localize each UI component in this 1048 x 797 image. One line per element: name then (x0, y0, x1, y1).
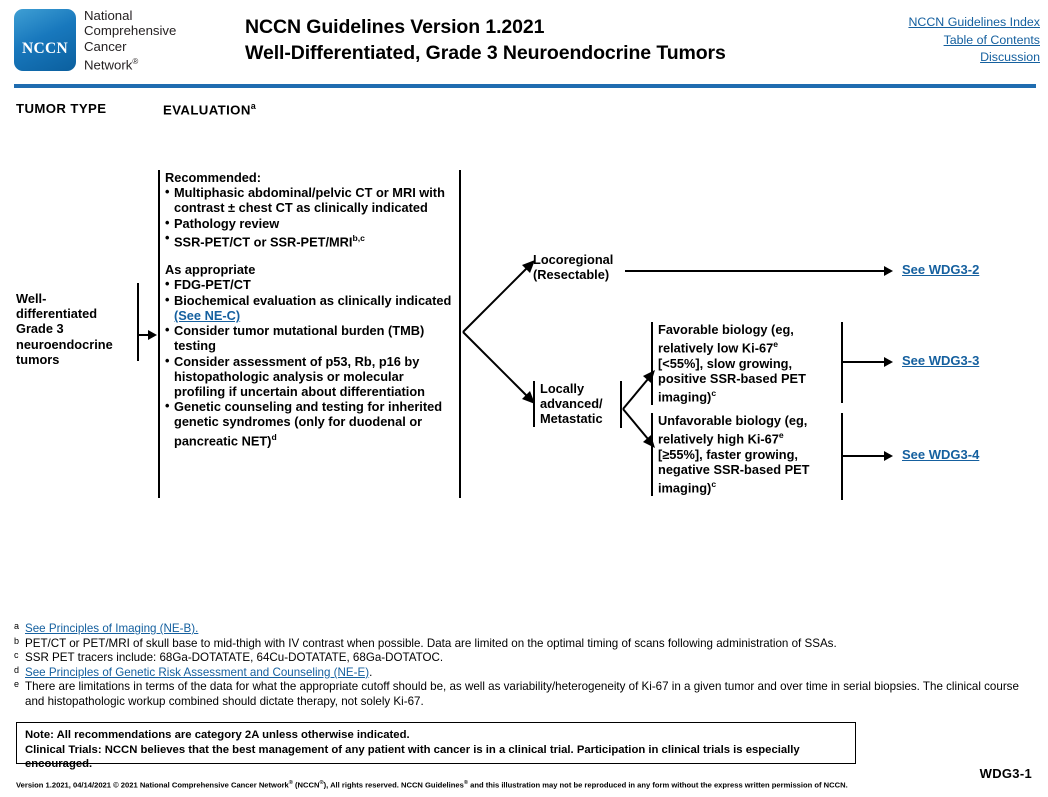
connector-line-favorable (841, 361, 887, 363)
connector-bar-evaluation-right (459, 170, 461, 498)
list-item: Consider assessment of p53, Rb, p16 by h… (165, 353, 458, 400)
list-item: Pathology review (165, 215, 458, 231)
locoregional-line-2: (Resectable) (533, 267, 610, 283)
arrowhead-favorable (884, 357, 893, 367)
list-item: Genetic counseling and testing for inher… (165, 398, 458, 448)
connector-bar-locally-advanced (620, 381, 622, 428)
favorable-line-2: relatively low Ki-67e (658, 339, 779, 356)
note-line-1: Note: All recommendations are category 2… (25, 729, 410, 741)
favorable-line-3: [<55%], slow growing, (658, 355, 793, 371)
footnote-marker: d (14, 664, 20, 675)
note-box: Note: All recommendations are category 2… (16, 722, 856, 770)
evaluation-as-appropriate-list: FDG-PET/CT Biochemical evaluation as cli… (165, 276, 458, 448)
footnote-marker: b (14, 635, 20, 646)
logo-word-line-3: Cancer (84, 38, 127, 54)
locally-advanced-line-2: advanced/ (540, 396, 603, 412)
footnote-d: d See Principles of Genetic Risk Assessme… (14, 664, 373, 679)
node-tumor-type: Well- differentiated Grade 3 neuroendocr… (16, 291, 136, 367)
unfavorable-line-5: imaging)c (658, 479, 717, 496)
header-divider (14, 84, 1036, 88)
list-item: Biochemical evaluation as clinically ind… (165, 292, 458, 323)
footnote-b: b PET/CT or PET/MRI of skull base to mid-… (14, 635, 1038, 652)
footnote-e: e There are limitations in terms of the d… (14, 679, 1038, 709)
logo-word-line-4: Network® (84, 57, 139, 73)
footnote-text: There are limitations in terms of the da… (25, 680, 1019, 708)
link-table-of-contents[interactable]: Table of Contents (943, 32, 1040, 47)
link-see-ne-c[interactable]: (See NE-C) (174, 307, 241, 323)
tumor-type-line-2: differentiated (16, 306, 98, 322)
node-locally-advanced: Locally advanced/ Metastatic (533, 381, 623, 427)
nccn-logo-wordmark: National Comprehensive Cancer Network® (84, 8, 176, 73)
unfavorable-line-3: [≥55%], faster growing, (658, 446, 798, 462)
column-header-tumor-type: TUMOR TYPE (16, 101, 107, 116)
footnote-c: c SSR PET tracers include: 68Ga-DOTATATE,… (14, 650, 1038, 666)
copyright-footer: Version 1.2021, 04/14/2021 © 2021 Nation… (16, 780, 848, 790)
locally-advanced-line-3: Metastatic (540, 411, 603, 427)
list-item: Consider tumor mutational burden (TMB) t… (165, 322, 458, 353)
arrowhead-unfavorable (884, 451, 893, 461)
unfavorable-line-1: Unfavorable biology (eg, (658, 413, 808, 428)
connector-line-unfavorable (841, 455, 887, 457)
evaluation-spacer (165, 249, 458, 262)
tumor-type-line-4: neuroendocrine (16, 336, 113, 352)
tumor-type-line-5: tumors (16, 351, 60, 367)
footnote-marker: c (14, 650, 19, 661)
footnote-marker: a (14, 621, 20, 631)
link-see-wdg3-4[interactable]: See WDG3-4 (902, 447, 980, 462)
page-header: NCCN National Comprehensive Cancer Netwo… (0, 0, 1048, 92)
node-locoregional: Locoregional (Resectable) (533, 252, 643, 282)
unfavorable-line-4: negative SSR-based PET (658, 461, 810, 477)
nccn-logo-square: NCCN (14, 9, 76, 71)
nccn-logo: NCCN (14, 9, 76, 71)
unfavorable-line-2: relatively high Ki-67e (658, 430, 784, 447)
logo-word-line-1: National (84, 8, 133, 23)
logo-word-line-2: Comprehensive (84, 23, 177, 39)
destination-wdg3-2: See WDG3-2 (902, 262, 979, 277)
connector-line-locoregional (625, 270, 887, 272)
locoregional-line-1: Locoregional (533, 252, 614, 267)
footnote-text: SSR PET tracers include: 68Ga-DOTATATE, … (25, 651, 444, 665)
list-item: Multiphasic abdominal/pelvic CT or MRI w… (165, 184, 458, 215)
tumor-type-line-3: Grade 3 (16, 321, 64, 337)
arrowhead-locoregional (884, 266, 893, 276)
locally-advanced-line-1: Locally (540, 381, 585, 396)
node-favorable-biology: Favorable biology (eg, relatively low Ki… (651, 322, 841, 405)
arrowhead-tumor-to-eval (148, 330, 157, 340)
favorable-line-1: Favorable biology (eg, (658, 322, 794, 337)
footnote-marker: e (14, 679, 20, 690)
note-line-2: Clinical Trials: NCCN believes that the … (25, 743, 800, 771)
node-unfavorable-biology: Unfavorable biology (eg, relatively high… (651, 413, 841, 496)
link-see-wdg3-2[interactable]: See WDG3-2 (902, 262, 980, 277)
favorable-line-4: positive SSR-based PET (658, 370, 806, 386)
list-item: SSR-PET/CT or SSR-PET/MRIb,c (165, 230, 458, 249)
favorable-line-5: imaging)c (658, 388, 717, 405)
link-see-wdg3-3[interactable]: See WDG3-3 (902, 353, 980, 368)
connector-line-tumor-to-eval (137, 334, 151, 336)
footnote-text: PET/CT or PET/MRI of skull base to mid-t… (25, 636, 837, 650)
evaluation-recommended-heading: Recommended: (165, 170, 261, 185)
node-evaluation: Recommended: Multiphasic abdominal/pelvi… (158, 170, 458, 498)
link-discussion[interactable]: Discussion (980, 50, 1040, 64)
link-principles-of-imaging[interactable]: See Principles of Imaging (NE-B). (25, 622, 199, 635)
connector-bar-tumor-type (137, 283, 139, 361)
evaluation-recommended-list: Multiphasic abdominal/pelvic CT or MRI w… (165, 184, 458, 249)
list-item: FDG-PET/CT (165, 276, 458, 292)
page-title-line-1: NCCN Guidelines Version 1.2021 (245, 16, 545, 38)
tumor-type-line-1: Well- (16, 291, 47, 306)
nccn-logo-text: NCCN (22, 40, 68, 57)
branch-split-primary (461, 258, 541, 408)
footnotes: a See Principles of Imaging (NE-B). b PET/… (14, 621, 1038, 710)
destination-wdg3-3: See WDG3-3 (902, 353, 979, 368)
destination-wdg3-4: See WDG3-4 (902, 447, 979, 462)
registered-mark: ® (132, 57, 139, 67)
page-identifier: WDG3-1 (979, 766, 1032, 781)
page-title-line-2: Well-Differentiated, Grade 3 Neuroendocr… (245, 42, 726, 64)
evaluation-as-appropriate-heading: As appropriate (165, 262, 256, 278)
link-genetic-risk-assessment[interactable]: See Principles of Genetic Risk Assessmen… (25, 665, 370, 679)
page-title: NCCN Guidelines Version 1.2021 Well-Diff… (245, 14, 865, 66)
column-header-evaluation: EVALUATIONa (163, 101, 257, 118)
header-links: NCCN Guidelines Index Table of Contents … (830, 14, 1040, 67)
footnote-a: a See Principles of Imaging (NE-B). (14, 621, 1038, 637)
link-nccn-guidelines-index[interactable]: NCCN Guidelines Index (908, 15, 1040, 29)
